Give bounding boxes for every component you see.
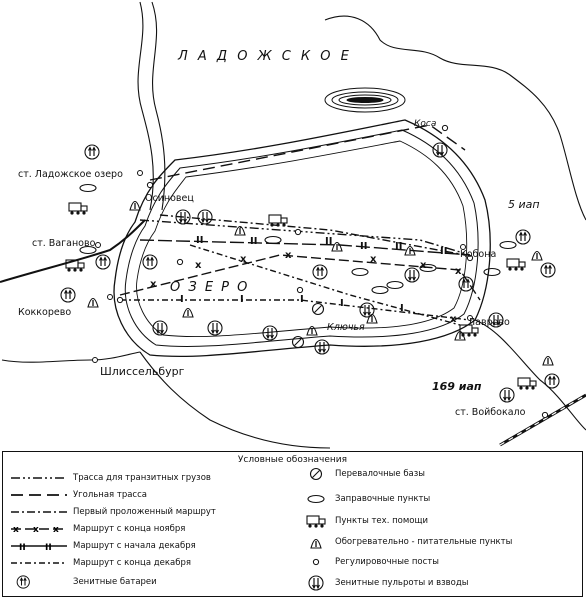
route-dec-start	[139, 239, 471, 256]
svg-text:I: I	[300, 294, 304, 305]
label-klochya: Ключья	[327, 322, 365, 333]
svg-text:I: I	[400, 303, 404, 314]
label-vaganovo: ст. Ваганово	[32, 238, 96, 249]
legend-item-transit: Трасса для транзитных грузов	[9, 471, 211, 485]
station-markers	[92, 170, 473, 363]
kosa-peninsula	[324, 87, 406, 113]
svg-text:II: II	[360, 241, 367, 252]
route-coal	[149, 124, 466, 181]
svg-text:x: x	[240, 254, 247, 265]
legend-label: Обогревательно - питательные пункты	[335, 537, 513, 547]
legend-item-traffic: Регулировочные посты	[301, 555, 439, 569]
svg-text:x: x	[450, 314, 457, 325]
svg-text:II: II	[440, 246, 447, 257]
legend-symbol-first	[11, 511, 67, 513]
legend-label: Заправочные пункты	[335, 494, 431, 504]
map-labels: Л А Д О Ж С К О Е О З Е Р О ст. Ладожско…	[18, 49, 540, 418]
legend-title: Условные обозначения	[237, 455, 348, 465]
legend-symbol-aa-mg	[308, 575, 324, 591]
route-first	[159, 214, 466, 256]
legend-item-nov-end: x x x Маршрут с конца ноября	[9, 522, 185, 536]
svg-text:I: I	[240, 294, 244, 305]
label-osinovets: Осиновец	[145, 193, 194, 204]
svg-text:II: II	[250, 236, 257, 247]
label-kosa: Коса	[414, 119, 436, 129]
legend-label: Маршрут с конца декабря	[73, 558, 191, 568]
label-shlisselburg: Шлиссельбург	[100, 365, 185, 378]
legend-item-coal: Угольная трасса	[9, 488, 147, 502]
legend-label: Угольная трасса	[73, 490, 147, 500]
legend-item-dec-end: Маршрут с конца декабря	[9, 556, 191, 570]
svg-text:II: II	[325, 236, 332, 247]
route-dec-end	[120, 299, 471, 321]
svg-text:I: I	[340, 298, 344, 309]
legend-label: Зенитные пульроты и взводы	[335, 578, 469, 588]
label-konkorevo: Коккорево	[18, 307, 71, 318]
legend-item-transfer: Перевалочные базы	[301, 467, 425, 481]
north-east-coast	[324, 15, 586, 221]
legend-item-heating: Обогревательно - питательные пункты	[301, 535, 512, 549]
route-dec-end-2	[189, 244, 461, 326]
svg-text:x: x	[13, 525, 19, 535]
lake-label: О З Е Р О	[170, 280, 249, 295]
svg-text:x: x	[455, 266, 462, 277]
label-5-iap: 5 иап	[508, 198, 540, 211]
legend-symbol-transfer	[309, 467, 323, 481]
svg-text:x: x	[195, 260, 202, 271]
legend-symbol-fuel	[307, 494, 325, 504]
svg-text:II: II	[19, 543, 26, 553]
legend-item-tech: Пункты тех. помощи	[301, 514, 428, 529]
northern-river	[137, 1, 166, 211]
legend-label: Зенитные батареи	[73, 577, 157, 587]
legend-label: Маршрут с начала декабря	[73, 541, 196, 551]
legend-label: Регулировочные посты	[335, 557, 439, 567]
legend-symbol-coal	[11, 494, 67, 496]
south-east-coast	[474, 319, 586, 431]
south-shore	[139, 351, 331, 449]
svg-text:II: II	[196, 235, 203, 246]
legend-symbol-transit	[11, 477, 67, 479]
svg-text:II: II	[395, 241, 402, 252]
dec-start-marks: II II II II II II	[196, 235, 447, 257]
legend-item-fuel: Заправочные пункты	[301, 492, 430, 506]
railway-west	[0, 219, 146, 283]
label-lavrovo: Лаврово	[468, 317, 510, 328]
west-shore	[1, 351, 141, 363]
svg-text:x: x	[33, 525, 39, 535]
lake-top-label: Л А Д О Ж С К О Е	[177, 49, 352, 64]
legend-label: Пункты тех. помощи	[335, 516, 428, 526]
label-kobona: Кобона	[460, 249, 496, 260]
legend-item-aa-mg: Зенитные пульроты и взводы	[301, 575, 469, 591]
svg-text:x: x	[285, 250, 292, 261]
route-transit	[139, 219, 471, 256]
label-ladozhskoe-station: ст. Ладожское озеро	[18, 169, 123, 180]
legend-symbol-tech	[306, 515, 326, 529]
legend-item-dec-start: II II Маршрут с начала декабря	[9, 539, 196, 553]
legend-symbol-aa-battery	[16, 575, 30, 589]
svg-text:II: II	[45, 543, 52, 553]
svg-text:x: x	[53, 525, 59, 535]
legend-item-aa-battery: Зенитные батареи	[9, 575, 157, 589]
legend: Условные обозначения Трасса для транзитн…	[2, 451, 583, 597]
svg-text:x: x	[150, 279, 157, 290]
legend-label: Первый проложенный маршрут	[73, 507, 216, 517]
svg-text:I: I	[180, 294, 184, 305]
legend-symbol-traffic	[312, 558, 320, 566]
legend-item-first: Первый проложенный маршрут	[9, 505, 216, 519]
lake-contours	[113, 119, 491, 357]
legend-label: Перевалочные базы	[335, 469, 426, 479]
label-169-iap: 169 иап	[432, 380, 482, 393]
legend-symbol-heating	[310, 538, 322, 549]
legend-label: Маршрут с конца ноября	[73, 524, 186, 534]
label-voybokalo: ст. Войбокало	[455, 407, 526, 418]
railway-east	[499, 393, 586, 447]
legend-symbol-dec-end	[11, 562, 67, 564]
legend-label: Трасса для транзитных грузов	[73, 473, 211, 483]
svg-text:x: x	[370, 254, 377, 265]
route-nov-end	[119, 254, 481, 301]
legend-symbol-dec-start: II II	[11, 543, 67, 553]
